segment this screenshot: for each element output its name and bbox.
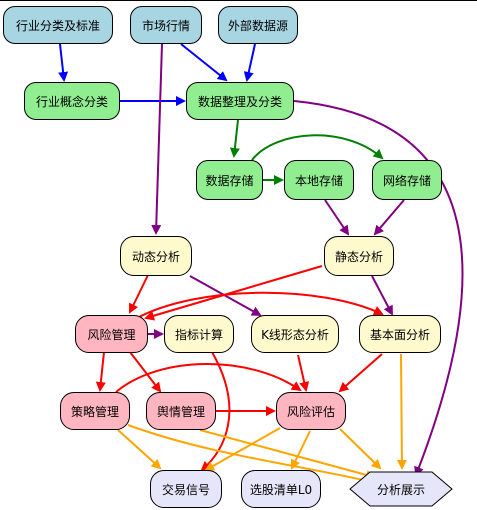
- node-label: 行业分类及标准: [15, 18, 100, 33]
- edge-local-to-static: [324, 199, 350, 236]
- node-network-storage[interactable]: 网络存储: [372, 160, 442, 200]
- node-label: 静态分析: [334, 249, 383, 264]
- node-local-storage[interactable]: 本地存储: [284, 160, 354, 200]
- edge-risk-to-fundamental: [136, 291, 384, 319]
- edge-storage-to-network: [251, 134, 384, 161]
- edge-static-to-fundamental: [371, 275, 393, 316]
- node-label: 基本面分析: [369, 327, 430, 342]
- edge-industry-to-concept: [58, 43, 69, 82]
- node-label: 风险评估: [286, 404, 335, 419]
- node-sentiment-management[interactable]: 舆情管理: [146, 392, 216, 430]
- edge-dynamic-to-risk: [129, 274, 149, 314]
- node-label: 网络存储: [382, 173, 431, 188]
- edge-kline-to-riskeval: [297, 354, 310, 392]
- edge-risk-to-strategy: [95, 351, 106, 392]
- node-static-analysis[interactable]: 静态分析: [324, 236, 394, 276]
- node-label: 行业概念分类: [35, 94, 108, 109]
- node-label: 本地存储: [294, 173, 343, 188]
- node-label: K线形态分析: [261, 327, 329, 342]
- edge-network-to-static: [373, 199, 405, 236]
- node-label: 外部数据源: [227, 18, 288, 33]
- edge-risk-to-sentiment: [129, 351, 162, 393]
- node-risk-management[interactable]: 风险管理: [75, 315, 148, 353]
- node-label: 指标计算: [174, 327, 223, 342]
- node-risk-evaluation[interactable]: 风险评估: [276, 392, 346, 430]
- edge-organize-to-storage: [229, 119, 240, 158]
- node-analysis-display[interactable]: 分析展示: [348, 470, 454, 508]
- node-stock-picklist[interactable]: 选股清单L0: [241, 470, 321, 508]
- node-label: 市场行情: [141, 18, 190, 33]
- node-kline-analysis[interactable]: K线形态分析: [251, 315, 339, 353]
- node-strategy-management[interactable]: 策略管理: [60, 392, 130, 430]
- node-data-organize[interactable]: 数据整理及分类: [186, 82, 294, 120]
- node-label: 分析展示: [376, 482, 425, 497]
- edge-market-to-dynamic: [151, 43, 163, 235]
- edge-external-to-organize: [243, 43, 256, 82]
- node-label: 舆情管理: [156, 404, 205, 419]
- node-data-storage[interactable]: 数据存储: [196, 160, 263, 200]
- node-trade-signal[interactable]: 交易信号: [150, 470, 222, 508]
- edge-fundamental-to-display: [396, 353, 407, 470]
- edge-riskeval-to-signal: [204, 427, 281, 471]
- edge-sentiment-to-display: [199, 429, 376, 480]
- diamond-shape: [349, 471, 453, 507]
- edge-static-to-risk: [144, 265, 323, 321]
- edge-strategy-to-riskeval: [115, 363, 302, 393]
- node-label: 交易信号: [161, 482, 210, 497]
- node-market-quotes[interactable]: 市场行情: [130, 6, 202, 44]
- edge-riskeval-to-picklist: [291, 430, 311, 470]
- edge-organize-to-display: [293, 100, 464, 477]
- node-label: 选股清单L0: [249, 482, 313, 497]
- top-border-line: [0, 0, 477, 1]
- node-label: 动态分析: [131, 249, 180, 264]
- node-industry-concept[interactable]: 行业概念分类: [24, 82, 120, 120]
- node-label: 策略管理: [70, 404, 119, 419]
- node-fundamental-analysis[interactable]: 基本面分析: [359, 315, 441, 353]
- node-industry-standard[interactable]: 行业分类及标准: [3, 6, 113, 44]
- edge-fundamental-to-riskeval: [338, 353, 383, 393]
- node-label: 数据存储: [205, 173, 254, 188]
- edge-market-to-organize: [180, 43, 228, 82]
- node-external-sources[interactable]: 外部数据源: [218, 6, 298, 44]
- node-indicator-calc[interactable]: 指标计算: [164, 315, 234, 353]
- node-label: 风险管理: [87, 327, 136, 342]
- edge-riskeval-to-display: [339, 428, 382, 470]
- node-label: 数据整理及分类: [197, 94, 282, 109]
- edge-strategy-to-display: [127, 424, 374, 486]
- edge-strategy-to-signal: [117, 429, 162, 470]
- node-dynamic-analysis[interactable]: 动态分析: [120, 236, 192, 276]
